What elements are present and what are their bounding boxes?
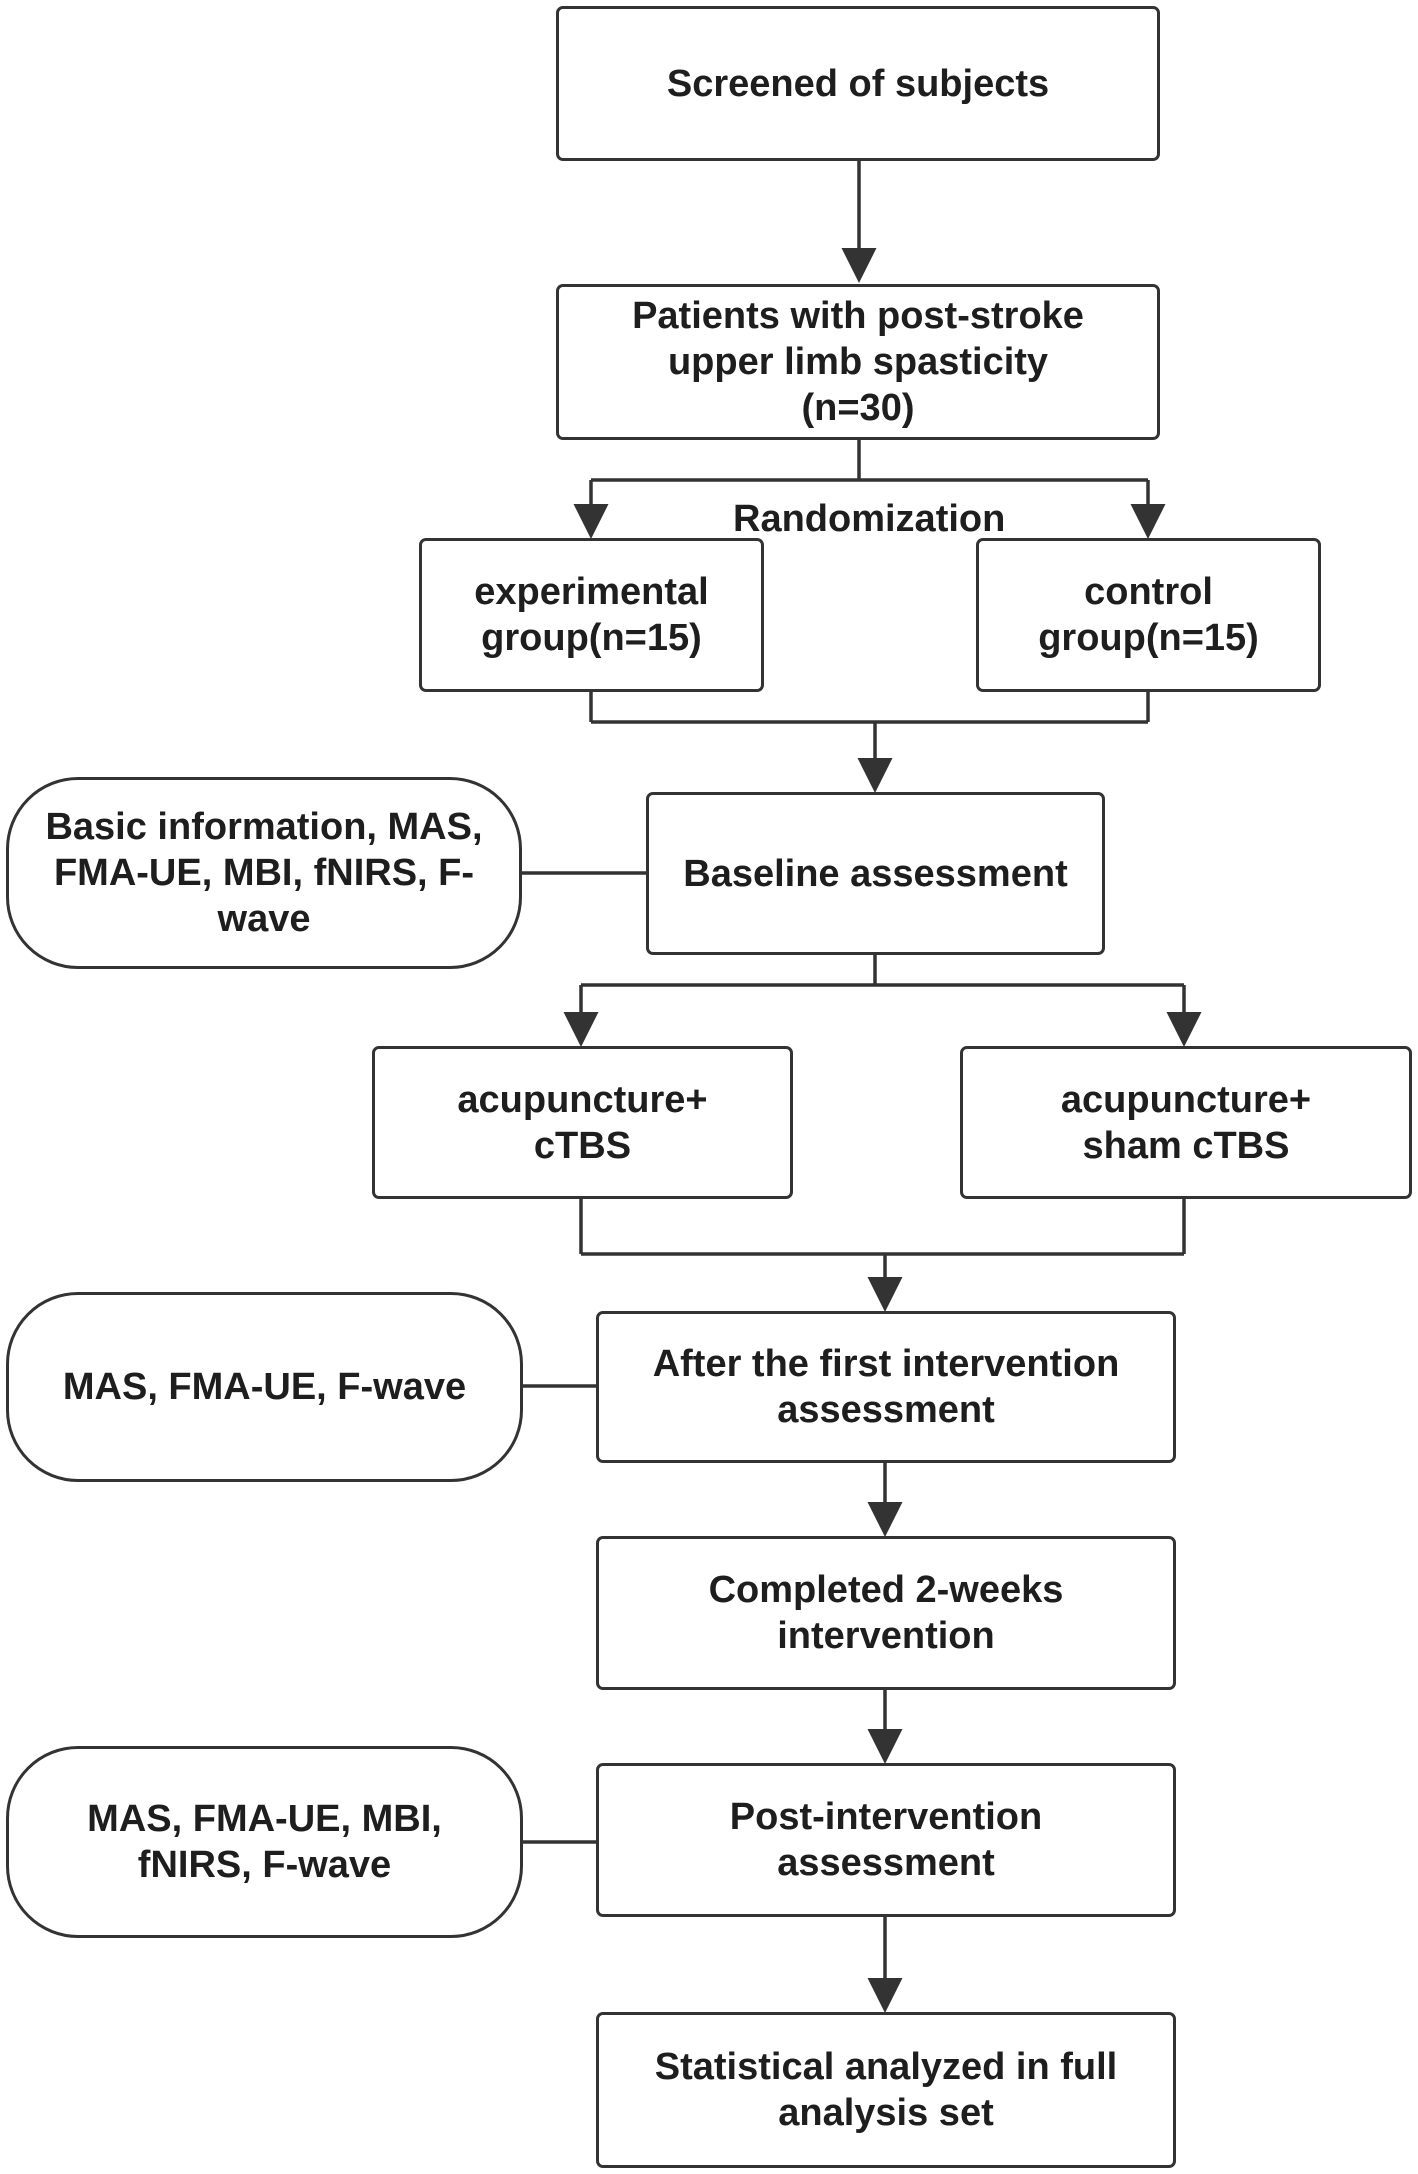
baseline-measures-text: Basic information, MAS, FMA-UE, MBI, fNI… [45,806,483,940]
first-measures-text: MAS, FMA-UE, F-wave [62,1366,467,1408]
statistical-box: Statistical analyzed in full analysis se… [596,2012,1176,2168]
baseline-assessment-text: Baseline assessment [683,852,1068,895]
patients-box: Patients with post-stroke upper limb spa… [556,284,1160,440]
baseline-measures-box: Basic information, MAS, FMA-UE, MBI, fNI… [6,777,522,969]
first-intervention-box: After the first intervention assessment [596,1311,1176,1463]
completed-text: Completed 2-weeks intervention [708,1569,1064,1657]
first-intervention-text: After the first intervention assessment [652,1343,1120,1431]
acupuncture-ctbs-text: acupuncture+ cTBS [457,1078,708,1167]
baseline-assessment-box: Baseline assessment [646,792,1105,955]
post-measures-box: MAS, FMA-UE, MBI, fNIRS, F-wave [6,1746,523,1938]
patients-text: Patients with post-stroke upper limb spa… [632,295,1084,429]
control-group-text: control group(n=15) [1038,571,1259,659]
acupuncture-sham-box: acupuncture+ sham cTBS [960,1046,1412,1199]
completed-box: Completed 2-weeks intervention [596,1536,1176,1690]
post-intervention-box: Post-intervention assessment [596,1763,1176,1917]
experimental-group-box: experimental group(n=15) [419,538,764,692]
post-intervention-text: Post-intervention assessment [729,1796,1043,1884]
randomization-label: Randomization [733,498,1006,540]
post-measures-text: MAS, FMA-UE, MBI, fNIRS, F-wave [87,1798,442,1886]
control-group-box: control group(n=15) [976,538,1321,692]
acupuncture-sham-text: acupuncture+ sham cTBS [1060,1078,1312,1167]
acupuncture-ctbs-box: acupuncture+ cTBS [372,1046,793,1199]
screened-box: Screened of subjects [556,6,1160,161]
screened-text: Screened of subjects [666,62,1050,105]
first-measures-box: MAS, FMA-UE, F-wave [6,1292,523,1482]
experimental-group-text: experimental group(n=15) [474,571,709,659]
statistical-text: Statistical analyzed in full analysis se… [654,2046,1118,2134]
